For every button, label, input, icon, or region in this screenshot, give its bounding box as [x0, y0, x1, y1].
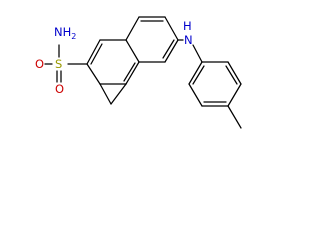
- bond: [164, 39, 179, 63]
- atom-label-s: S: [55, 57, 62, 71]
- structure-canvas: NH2 S O O N H: [0, 0, 258, 145]
- bond: [86, 39, 101, 65]
- bond: [225, 65, 238, 85]
- atom-labels: NH2 S O O N H: [35, 19, 193, 96]
- bond: [192, 65, 205, 85]
- bond: [192, 44, 203, 63]
- atom-label-n-amine: N: [184, 33, 193, 47]
- bond: [123, 62, 136, 82]
- bond: [90, 43, 103, 65]
- bond: [164, 16, 179, 41]
- molecule-structure: NH2 S O O N H: [35, 16, 242, 129]
- bond: [227, 61, 242, 85]
- bond: [227, 105, 242, 129]
- atom-label-o-top: O: [35, 57, 44, 71]
- bond: [188, 83, 203, 107]
- bond-lines: [44, 16, 242, 129]
- bond: [162, 39, 175, 59]
- bond: [227, 83, 242, 107]
- bond: [125, 16, 140, 41]
- atom-label-h-amine: H: [183, 19, 192, 33]
- bond: [188, 61, 203, 85]
- atom-label-o-bottom: O: [55, 82, 64, 96]
- bond: [125, 61, 140, 85]
- bond: [125, 39, 140, 63]
- bond: [99, 83, 112, 105]
- bond: [110, 83, 127, 105]
- atom-label-nh2: NH2: [54, 25, 76, 41]
- bond: [86, 63, 101, 85]
